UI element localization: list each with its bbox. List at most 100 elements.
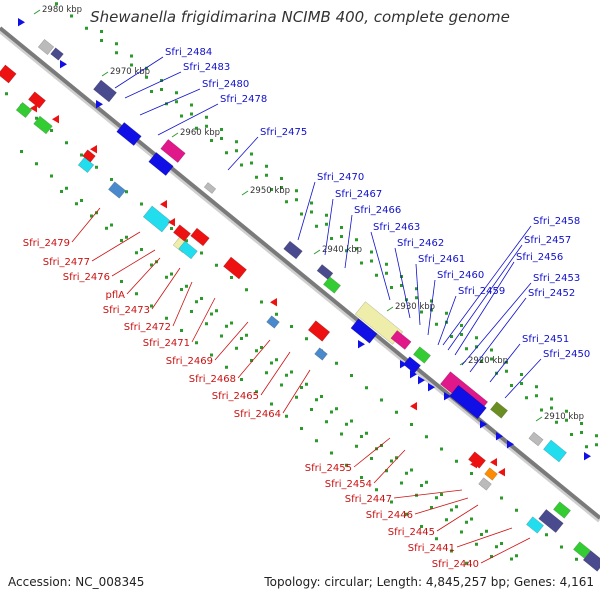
tick-mark [420,525,423,528]
tick-mark [190,103,193,107]
tick-mark [340,226,343,229]
tick-mark [355,247,358,251]
reverse-gene-label: Sfri_2477 [43,257,90,268]
reverse-arrow [168,218,175,227]
tick-mark [110,178,113,181]
reverse-leader-line [393,489,463,499]
tick-mark [405,298,408,302]
forward-arrow [584,452,591,461]
tick-mark [115,42,118,46]
tick-mark [310,201,313,205]
tick-mark [135,251,138,255]
tick-mark [385,469,388,473]
accession-text: Accession: NC_008345 [8,575,145,589]
tick-mark [260,300,263,304]
forward-leader-line [427,279,436,336]
reverse-gene [478,477,492,491]
reverse-leader-line [151,267,181,310]
tick-mark [165,275,168,279]
tick-mark [200,297,203,300]
tick-mark [420,310,423,314]
tick-mark [160,88,163,91]
tick-mark [245,288,248,292]
tick-mark [285,414,288,418]
tick-mark [330,451,333,455]
tick-mark [115,51,118,55]
tick-mark [440,447,443,451]
forward-gene [116,122,142,146]
forward-leader-line [394,247,411,319]
reverse-gene-label: Sfri_2471 [143,338,190,349]
tick-mark [520,382,523,385]
tick-mark [310,210,313,214]
tick-mark [345,463,348,467]
tick-mark [520,373,523,376]
reverse-gene-label: Sfri_2440 [432,559,479,570]
forward-gene [148,152,174,176]
tick-mark [200,251,203,255]
forward-gene-label: Sfri_2458 [533,216,580,227]
tick-mark [160,79,163,82]
tick-mark [250,359,253,362]
tick-mark [455,505,458,509]
tick-mark [490,348,493,352]
tick-mark [425,435,428,439]
reverse-gene [142,205,172,233]
tick-mark [180,329,183,332]
tick-mark [575,557,578,561]
forward-arrow [507,440,514,449]
forward-gene [203,182,217,194]
tick-mark [325,222,328,226]
tick-mark [65,186,68,190]
tick-mark [220,137,223,140]
reverse-gene-label: Sfri_2472 [124,322,171,333]
forward-arrow [400,360,407,369]
forward-leader-line [415,263,421,326]
tick-mark [335,361,338,365]
kbp-tick [101,71,109,77]
tick-mark [210,139,213,142]
reverse-gene-label: Sfri_2445 [388,527,435,538]
forward-arrow [60,60,67,69]
reverse-gene-label: Sfri_2476 [63,272,110,283]
tick-mark [345,249,348,253]
tick-mark [210,353,213,357]
forward-arrow [428,383,435,392]
tick-mark [315,224,318,228]
tick-mark [435,496,438,500]
tick-mark [490,357,493,361]
reverse-gene-label: Sfri_2479 [23,238,70,249]
tick-mark [350,419,353,423]
tick-mark [550,406,553,410]
tick-mark [325,213,328,217]
tick-mark [250,161,253,165]
forward-gene [403,356,421,374]
tick-mark [265,173,268,177]
tick-mark [145,75,148,79]
tick-mark [100,39,103,42]
tick-mark [315,439,318,443]
tick-mark [130,63,133,67]
tick-mark [275,358,278,362]
tick-mark [290,325,293,328]
kbp-label: 2910 kbp [544,412,584,422]
forward-leader-line [344,214,353,269]
tick-mark [265,371,268,375]
tick-mark [515,508,518,512]
kbp-label: 2950 kbp [250,186,290,196]
tick-mark [50,129,53,132]
tick-mark [300,386,303,389]
tick-mark [350,374,353,377]
forward-gene [543,439,567,463]
tick-mark [60,190,63,193]
forward-gene [573,541,591,559]
reverse-gene [77,156,95,174]
forward-gene [390,330,412,350]
forward-gene-label: Sfri_2462 [397,238,444,249]
tick-mark [580,422,583,425]
tick-mark [445,311,448,315]
tick-mark [195,126,198,130]
reverse-arrow [30,104,37,113]
reverse-leader-line [260,351,291,396]
